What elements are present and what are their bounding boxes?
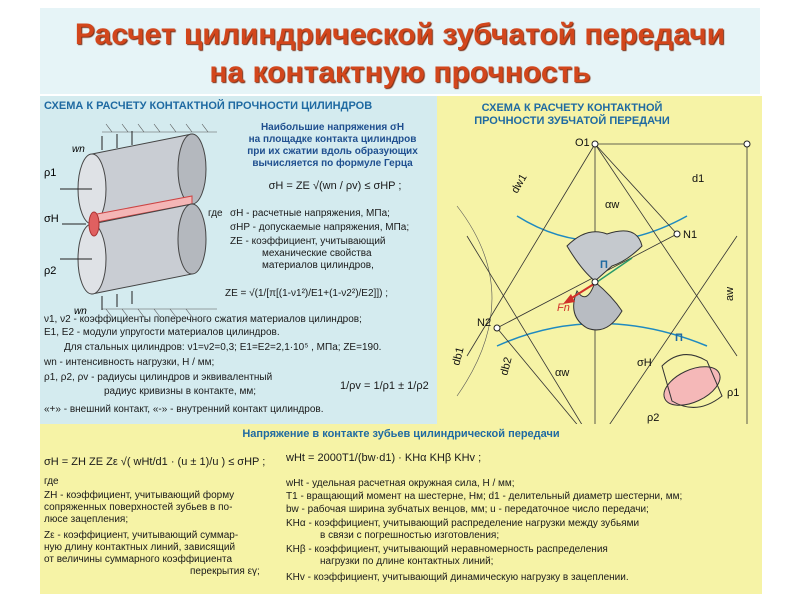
def-wn: wn - интенсивность нагрузки, Н / мм;: [44, 357, 215, 368]
def-khb-line2: нагрузки по длине контактных линий;: [320, 556, 494, 567]
rho-formula: 1/ρv = 1/ρ1 ± 1/ρ2: [340, 380, 429, 392]
def-zh-line3: люсе зацепления;: [44, 514, 129, 525]
label-fn: Fn: [557, 302, 570, 314]
def-khv: KHv - коэффициент, учитывающий динамичес…: [286, 572, 629, 583]
label-sigma-h: σH: [637, 357, 652, 369]
def-bw: bw - рабочая ширина зубчатых венцов, мм;…: [286, 504, 649, 515]
tooth-contact-header: Напряжение в контакте зубьев цилиндричес…: [242, 428, 560, 440]
def-nu: ν1, ν2 - коэффициенты поперечного сжатия…: [44, 314, 362, 325]
def-kha-line2: в связи с погрешностью изготовления;: [320, 530, 500, 541]
label-rho1: ρ1: [727, 387, 739, 399]
label-n1: N1: [683, 229, 697, 241]
def-rho-line2: радиус кривизны в контакте, мм;: [104, 386, 256, 397]
title-line-2: на контактную прочность: [209, 56, 591, 89]
cylinder-contact-panel: СХЕМА К РАСЧЕТУ КОНТАКТНОЙ ПРОЧНОСТИ ЦИЛ…: [40, 96, 437, 424]
def-sigma-hp: σHP - допускаемые напряжения, МПа;: [230, 222, 410, 233]
label-aw: aw: [724, 287, 736, 301]
gear-panel-header-2: ПРОЧНОСТИ ЗУБЧАТОЙ ПЕРЕДАЧИ: [474, 115, 670, 127]
intro-line-4: вычисляется по формуле Герца: [252, 158, 413, 169]
title-banner: Расчет цилиндрической зубчатой передачи …: [40, 8, 760, 94]
def-sigma-h: σH - расчетные напряжения, МПа;: [230, 208, 390, 219]
def-wht: wHt - удельная расчетная окружная сила, …: [286, 478, 515, 489]
hertz-formula: σH = ZE √(wn / ρv) ≤ σHP ;: [268, 180, 402, 192]
tooth-contact-panel: Напряжение в контакте зубьев цилиндричес…: [40, 424, 762, 594]
def-ze-line3: материалов цилиндров,: [262, 260, 374, 271]
def-zh: ZH - коэффициент, учитывающий форму: [44, 490, 235, 501]
label-n2: N2: [477, 317, 491, 329]
def-zh-line2: сопряженных поверхностей зубьев в по-: [44, 502, 233, 513]
def-contact-sign: «+» - внешний контакт, «-» - внутренний …: [44, 404, 324, 415]
rho1-label: ρ1: [44, 167, 56, 179]
def-ze: ZE - коэффициент, учитывающий: [230, 236, 386, 247]
gear-mesh-figure: O1 O2 dw1 d1 αw N1 N2 П Fn aw db1 db2 αw…: [450, 137, 751, 424]
cylinders-figure: ρ1 wn σH ρ2 wn: [44, 123, 217, 318]
contact-stress-formula: σH = ZH ZE Zε √( wHt/d1 · (u ± 1)/u ) ≤ …: [44, 456, 266, 468]
where-label: где: [208, 208, 223, 219]
label-pole-detail: П: [675, 332, 683, 344]
label-alpha-w-top: αw: [605, 199, 619, 211]
where-label-bottom: где: [44, 476, 59, 487]
intro-line-2: на площадке контакта цилиндров: [248, 134, 417, 145]
cylinder-panel-header: СХЕМА К РАСЧЕТУ КОНТАКТНОЙ ПРОЧНОСТИ ЦИЛ…: [44, 100, 373, 112]
label-o1: O1: [575, 137, 590, 149]
intro-line-1: Наибольшие напряжения σH: [260, 122, 405, 133]
wn-top-label: wn: [72, 144, 85, 155]
ze-formula: ZE = √(1/[π[(1-ν1²)/E1+(1-ν2²)/E2]]) ;: [225, 288, 388, 299]
def-zeps: Zε - коэффициент, учитывающий суммар-: [44, 530, 239, 541]
def-rho: ρ1, ρ2, ρv - радиусы цилиндров и эквивал…: [44, 372, 273, 383]
label-dw1: dw1: [509, 172, 529, 195]
sigma-h-label: σH: [44, 213, 59, 225]
title-line-1: Расчет цилиндрической зубчатой передачи: [74, 18, 726, 51]
def-khb: KHβ - коэффициент, учитывающий неравноме…: [286, 544, 608, 555]
def-t1: T1 - вращающий момент на шестерне, Нм; d…: [286, 491, 683, 502]
rho2-label: ρ2: [44, 265, 56, 277]
label-db1: db1: [450, 346, 466, 367]
label-alpha-w-bottom: αw: [555, 367, 569, 379]
def-zeps-line4: перекрытия εγ;: [190, 566, 260, 577]
intro-line-3: при их сжатии вдоль образующих: [247, 146, 418, 157]
def-e: E1, E2 - модули упругости материалов цил…: [44, 327, 280, 338]
def-ze-line2: механические свойства: [262, 248, 372, 259]
gear-contact-panel: СХЕМА К РАСЧЕТУ КОНТАКТНОЙ ПРОЧНОСТИ ЗУБ…: [437, 96, 762, 424]
label-db2: db2: [498, 356, 514, 377]
label-d1: d1: [692, 173, 704, 185]
label-rho2: ρ2: [647, 412, 659, 424]
wn-bottom-label: wn: [74, 306, 87, 317]
steel-values: Для стальных цилиндров: ν1=ν2=0,3; E1=E2…: [64, 342, 382, 353]
def-zeps-line3: от величины суммарного коэффициента: [44, 554, 233, 565]
gear-panel-header-1: СХЕМА К РАСЧЕТУ КОНТАКТНОЙ: [481, 102, 663, 114]
def-zeps-line2: ную длину контактных линий, зависящий: [44, 542, 236, 553]
def-kha: KHα - коэффициент, учитывающий распредел…: [286, 518, 640, 529]
specific-force-formula: wHt = 2000T1/(bw·d1) · KHα KHβ KHv ;: [286, 452, 482, 464]
label-pole: П: [600, 259, 608, 271]
